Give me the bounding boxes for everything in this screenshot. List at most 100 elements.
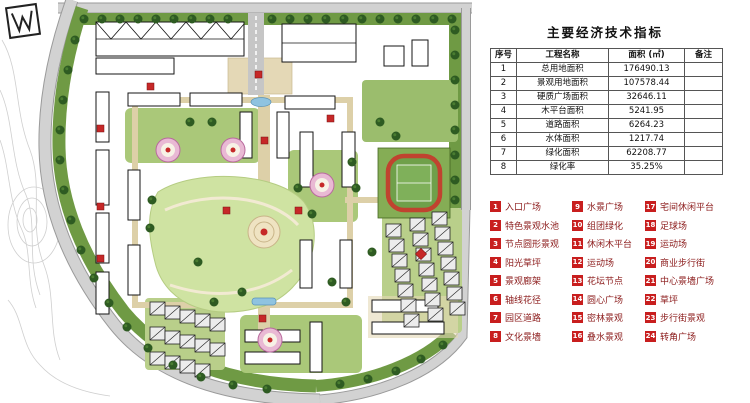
legend-label: 转角广场 xyxy=(660,332,697,343)
site-plan-drawing xyxy=(0,0,472,403)
running-track xyxy=(377,147,451,219)
site-plan xyxy=(0,0,472,403)
table-cell: 水体面积 xyxy=(516,132,609,147)
legend-number-badge: 23 xyxy=(645,312,657,323)
table-cell: 35.25% xyxy=(608,160,685,175)
legend-label: 景观廊架 xyxy=(505,277,542,287)
table-cell: 176490.13 xyxy=(608,62,685,77)
table-cell: 62208.77 xyxy=(608,146,685,161)
legend-number-badge: 8 xyxy=(490,330,501,342)
legend-label: 组团绿化 xyxy=(587,221,624,232)
legend-label: 宅间休闲平台 xyxy=(660,203,715,213)
table-cell: 2 xyxy=(490,76,517,91)
table-cell xyxy=(684,132,723,147)
central-circle-plaza xyxy=(247,215,281,249)
table-cell: 景观用地面积 xyxy=(516,76,609,91)
legend-number-badge: 22 xyxy=(645,293,657,305)
legend-label: 水景广场 xyxy=(587,203,624,213)
legend-number-badge: 18 xyxy=(645,219,657,231)
central-lawn xyxy=(149,175,315,313)
legend-label: 入口广场 xyxy=(505,203,542,213)
legend-item: 7 园区道路 xyxy=(490,312,559,324)
legend-number-badge: 6 xyxy=(490,293,501,305)
legend-number-badge: 24 xyxy=(645,330,657,342)
table-cell: 8 xyxy=(490,160,517,175)
legend-label: 密林景观 xyxy=(587,314,624,324)
table-header-cell: 序号 xyxy=(490,48,517,63)
table-cell: 4 xyxy=(490,104,517,119)
legend-label: 圆心广场 xyxy=(587,295,624,306)
table-cell xyxy=(684,104,723,119)
table-cell: 5241.95 xyxy=(608,104,685,119)
legend-label: 草坪 xyxy=(660,295,679,306)
legend-label: 运动场 xyxy=(587,258,615,269)
table-cell: 107578.44 xyxy=(608,76,685,91)
table-cell: 1 xyxy=(490,62,517,77)
legend-number-badge: 9 xyxy=(572,201,584,212)
legend-label: 叠水景观 xyxy=(587,332,624,343)
road-network xyxy=(38,0,472,403)
legend-item: 2 特色景观水池 xyxy=(490,219,560,232)
legend-number-badge: 11 xyxy=(572,238,584,249)
legend-number-badge: 20 xyxy=(645,256,657,268)
table-cell: 6 xyxy=(490,132,517,147)
table-cell: 绿化面积 xyxy=(516,146,609,161)
table-cell: 7 xyxy=(490,146,517,161)
table-cell: 硬质广场面积 xyxy=(516,90,609,105)
buildings xyxy=(95,21,445,373)
legend-label: 特色景观水池 xyxy=(505,221,560,232)
legend-label: 园区道路 xyxy=(505,314,542,324)
table-head-row: 序号工程名称面积 (㎡)备注 xyxy=(490,48,723,63)
topography-contours xyxy=(0,39,111,397)
legend-number-badge: 10 xyxy=(572,219,584,231)
legend-item: 1 入口广场 xyxy=(490,201,559,213)
indicators-table-title: 主要经济技术指标 xyxy=(546,25,663,40)
legend-label: 节点圆形景观 xyxy=(505,240,560,250)
legend-number-badge: 4 xyxy=(490,256,501,268)
legend-label: 商业步行街 xyxy=(660,258,706,269)
legend-number-badge: 13 xyxy=(572,275,584,286)
legend-number-badge: 3 xyxy=(490,238,501,249)
legend-number-badge: 1 xyxy=(490,201,501,212)
table-header-cell: 备注 xyxy=(684,48,723,63)
table-cell: 3 xyxy=(490,90,517,105)
table-cell: 道路面积 xyxy=(516,118,609,133)
legend-number-badge: 19 xyxy=(645,238,657,249)
legend-label: 花坛节点 xyxy=(587,277,624,287)
table-cell xyxy=(684,118,723,133)
table-cell: 绿化率 xyxy=(516,160,609,175)
legend-number-badge: 7 xyxy=(490,312,501,323)
table-cell: 5 xyxy=(490,118,517,133)
flower-node xyxy=(155,137,335,353)
table-cell: 木平台面积 xyxy=(516,104,609,119)
legend-number-badge: 2 xyxy=(490,219,501,231)
table-cell: 32646.11 xyxy=(608,90,685,105)
legend-number-badge: 15 xyxy=(572,312,584,323)
